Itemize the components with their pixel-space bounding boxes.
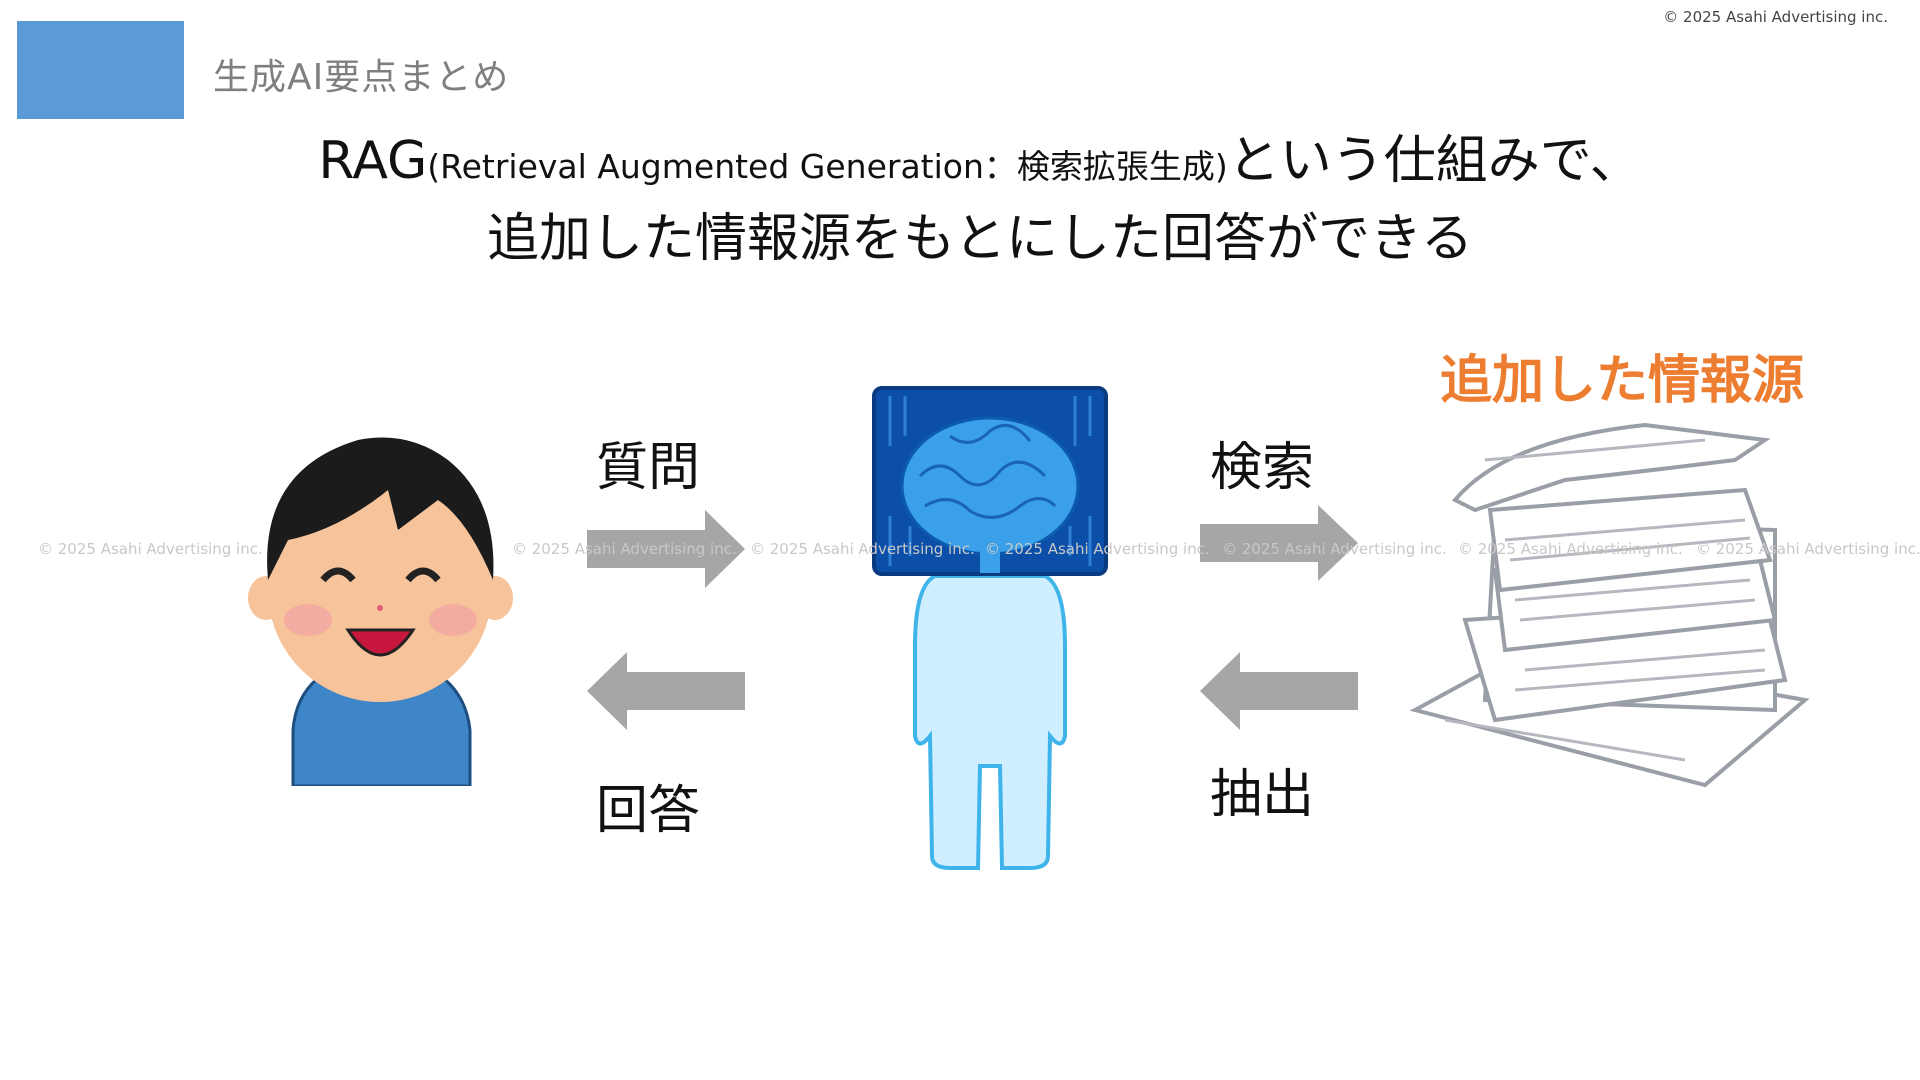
user-illustration (248, 437, 513, 786)
watermark: © 2025 Asahi Advertising inc. (38, 540, 263, 558)
document-pile-illustration (1409, 422, 1810, 788)
ai-brain-figure (872, 386, 1108, 870)
search-label: 検索 (1210, 438, 1315, 498)
watermark: © 2025 Asahi Advertising inc. (1458, 540, 1683, 558)
arrow-right-question (587, 510, 745, 588)
question-label: 質問 (596, 438, 701, 498)
arrow-left-answer (587, 652, 745, 730)
headline-line1-rest: という仕組みで、 (1227, 131, 1642, 191)
arrow-left-extract (1200, 652, 1358, 730)
watermark: © 2025 Asahi Advertising inc. (985, 540, 1210, 558)
headline: RAG(Retrieval Augmented Generation：検索拡張生… (0, 128, 1920, 272)
watermark: © 2025 Asahi Advertising inc. (512, 540, 737, 558)
extract-label: 抽出 (1210, 765, 1315, 825)
headline-rag: RAG (318, 131, 428, 191)
headline-paren: (Retrieval Augmented Generation：検索拡張生成) (427, 147, 1228, 186)
watermark: © 2025 Asahi Advertising inc. (1696, 540, 1920, 558)
headline-line2: 追加した情報源をもとにした回答ができる (487, 209, 1473, 269)
watermark: © 2025 Asahi Advertising inc. (750, 540, 975, 558)
arrow-right-search (1200, 505, 1358, 581)
answer-label: 回答 (596, 781, 701, 841)
section-color-block (17, 21, 184, 119)
copyright: © 2025 Asahi Advertising inc. (1663, 8, 1888, 26)
watermark: © 2025 Asahi Advertising inc. (1222, 540, 1447, 558)
added-source-label: 追加した情報源 (1440, 351, 1805, 411)
section-title: 生成AI要点まとめ (213, 57, 510, 98)
